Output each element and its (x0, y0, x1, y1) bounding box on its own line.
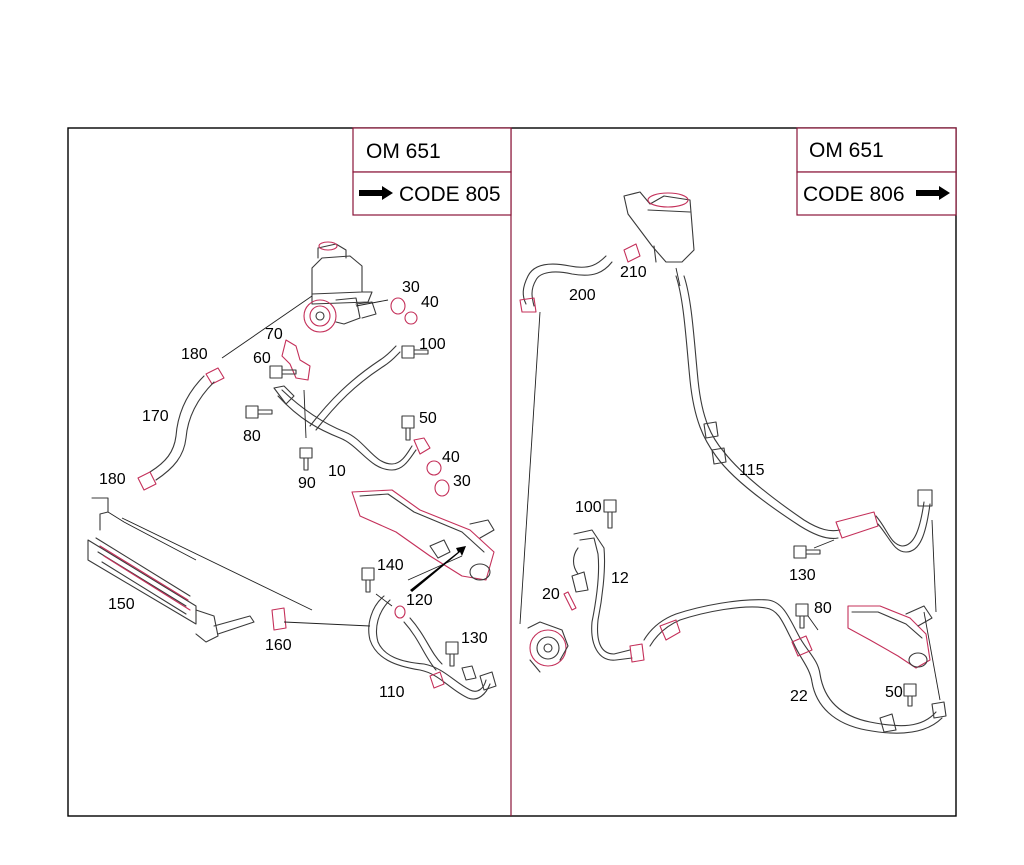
callout-210: 210 (620, 264, 647, 281)
o-ring-30-upper (390, 297, 406, 315)
left-steering-pointer-icon (410, 546, 466, 592)
right-panel: OM 651 CODE 806 (519, 127, 957, 734)
left-engine-label: OM 651 (366, 140, 441, 163)
pressure-line-10 (273, 345, 431, 471)
right-leader-lines (675, 267, 941, 701)
callout-30-lower: 30 (453, 473, 471, 490)
left-code-label: CODE 805 (399, 183, 501, 206)
bolt-130-right (793, 545, 821, 559)
callout-10: 10 (328, 463, 346, 480)
right-title-block: OM 651 CODE 806 (796, 127, 957, 216)
left-title-block: OM 651 CODE 805 (352, 127, 512, 216)
return-hose-170 (149, 375, 215, 481)
bolt-140 (361, 567, 375, 593)
pin-20 (563, 591, 577, 611)
bolt-90 (299, 447, 313, 471)
callout-90: 90 (298, 475, 316, 492)
sleeve-160 (271, 607, 287, 631)
pressure-line-12 (571, 529, 645, 663)
callout-130-right: 130 (789, 567, 816, 584)
bolt-80-right (795, 603, 809, 629)
callout-130-left: 130 (461, 630, 488, 647)
right-callouts: 210 200 115 100 12 20 130 80 22 50 (542, 264, 903, 705)
suction-hose-200 (519, 255, 613, 313)
return-line-110 (368, 595, 497, 700)
callout-100-left: 100 (419, 336, 446, 353)
pump-reservoir-assembly (303, 241, 377, 333)
callout-20: 20 (542, 586, 560, 603)
callout-180-lower: 180 (99, 471, 126, 488)
callout-60: 60 (253, 350, 271, 367)
callout-80-right: 80 (814, 600, 832, 617)
o-ring-40-upper (404, 311, 418, 325)
bracket-70 (281, 339, 311, 381)
callout-140: 140 (377, 557, 404, 574)
callout-200: 200 (569, 287, 596, 304)
right-code-label: CODE 806 (803, 183, 905, 206)
bolt-80 (245, 405, 273, 419)
callout-50-left: 50 (419, 410, 437, 427)
callout-170: 170 (142, 408, 169, 425)
callout-115: 115 (739, 462, 765, 479)
bolt-60 (269, 365, 297, 379)
callout-80-left: 80 (243, 428, 261, 445)
steering-gear-right (847, 605, 933, 669)
callout-40-lower: 40 (442, 449, 460, 466)
callout-12: 12 (611, 570, 629, 587)
callout-180-upper: 180 (181, 346, 208, 363)
clamp-180-lower (137, 471, 157, 491)
right-engine-label: OM 651 (809, 139, 884, 162)
bolt-50-right (903, 683, 917, 707)
callout-100-right: 100 (575, 499, 602, 516)
callout-22: 22 (790, 688, 808, 705)
bolt-100-right (603, 499, 617, 529)
callout-160: 160 (265, 637, 292, 654)
return-line-115 (675, 275, 933, 553)
callout-30-upper: 30 (402, 279, 420, 296)
callout-120: 120 (406, 592, 433, 609)
oil-cooler-150 (87, 497, 255, 643)
bolt-100 (401, 345, 429, 359)
right-arrow-icon (916, 186, 950, 200)
callout-110: 110 (379, 684, 405, 701)
callout-150: 150 (108, 596, 135, 613)
bolt-130 (445, 641, 459, 667)
o-ring-40-lower (426, 460, 442, 476)
o-ring-30-lower (434, 479, 450, 497)
pressure-line-22 (643, 599, 947, 734)
callout-40-upper: 40 (421, 294, 439, 311)
left-callouts: 30 40 100 70 60 180 170 80 90 10 50 40 3… (99, 279, 488, 701)
steering-gear (351, 489, 495, 581)
seal-120 (394, 605, 406, 619)
left-leader-lines (121, 295, 463, 627)
callout-50-right: 50 (885, 684, 903, 701)
diagram-frame (67, 127, 957, 817)
clamp-180-upper (205, 367, 225, 385)
left-arrow-icon (359, 186, 393, 200)
left-panel: OM 651 CODE 805 (87, 127, 512, 701)
pump-pulley (527, 621, 569, 673)
reservoir-assembly (623, 191, 695, 263)
bolt-50 (401, 415, 415, 441)
callout-70: 70 (265, 326, 283, 343)
